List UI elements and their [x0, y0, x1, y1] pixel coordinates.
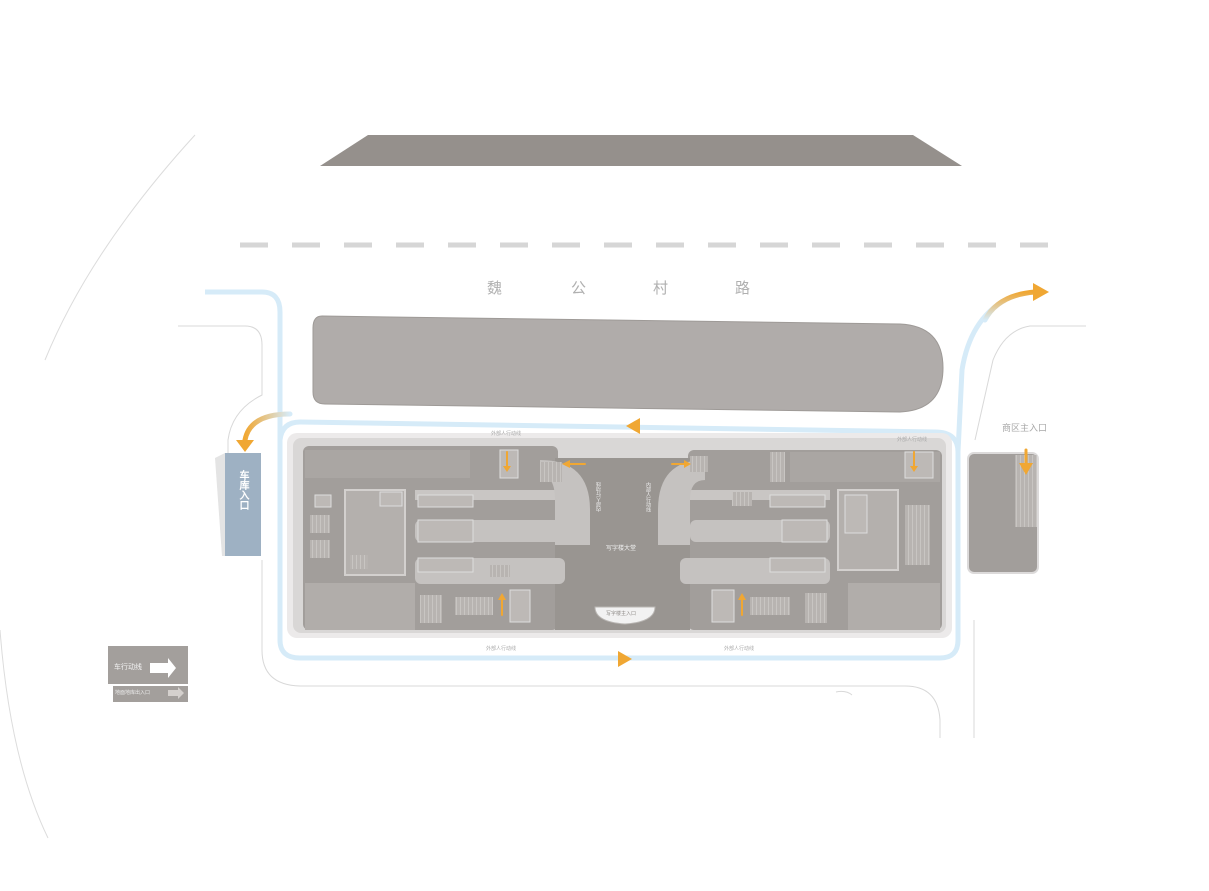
road-name-char-2: 公: [571, 280, 589, 297]
legend-vehicle-swatch: [108, 646, 188, 684]
garage-entry-arrowhead: [236, 440, 254, 452]
legend-underground-entrance-label: 地面地库出入口: [115, 690, 151, 696]
exit-arrow: [982, 289, 1038, 323]
garage-entrance-block: [225, 453, 261, 556]
outer-pedestrian-top-left-label: 外部人行动线: [491, 431, 522, 437]
road-edge-right: [974, 325, 1086, 441]
elevator-cores: [314, 449, 934, 623]
mall-entry-arrowhead: [1019, 463, 1033, 475]
median-planter: [312, 315, 944, 413]
outer-boundary-arc-top: [44, 134, 196, 361]
inner-pedestrian-right-label: 内部人行动线: [645, 482, 651, 512]
outer-pedestrian-top-right-label: 外部人行动线: [897, 437, 928, 443]
exit-arrowhead: [1033, 283, 1049, 301]
vehicle-route-loop: [205, 289, 961, 661]
vehicle-route-right-exit: [955, 297, 1007, 453]
curb-mark: [835, 690, 853, 696]
flow-arrows: [236, 283, 1049, 667]
outer-boundary-arc-bottom: [0, 629, 49, 839]
route-arrowhead-top: [626, 418, 640, 434]
outer-pedestrian-left-label: 外部人行动线: [486, 646, 517, 652]
road-name-char-3: 村: [653, 280, 671, 297]
road-edge-bottom: [261, 560, 941, 738]
garage-entry-arrow: [242, 411, 293, 443]
outer-pedestrian-right-label: 外部人行动线: [724, 646, 755, 652]
route-arrowhead-bottom: [618, 651, 632, 667]
office-lobby-label: 写字楼大堂: [606, 546, 637, 552]
legend-vehicle-route-label: 车行动线: [114, 664, 142, 671]
north-building: [320, 135, 962, 166]
road-name-char-4: 路: [735, 280, 753, 297]
legend: [108, 646, 188, 702]
office-main-entrance-label[interactable]: 写字楼主入口: [606, 611, 637, 617]
road-name-char-1: 魏: [487, 280, 505, 297]
stair-cores: [310, 452, 930, 623]
office-entrance-canopy: [594, 606, 656, 625]
mall-main-entrance-label[interactable]: 商区主入口: [1002, 423, 1048, 433]
road-edge-left: [178, 325, 263, 455]
garage-entrance-label[interactable]: 车库入口: [237, 470, 248, 510]
inner-pedestrian-left-label: 内部人行动线: [596, 482, 602, 512]
